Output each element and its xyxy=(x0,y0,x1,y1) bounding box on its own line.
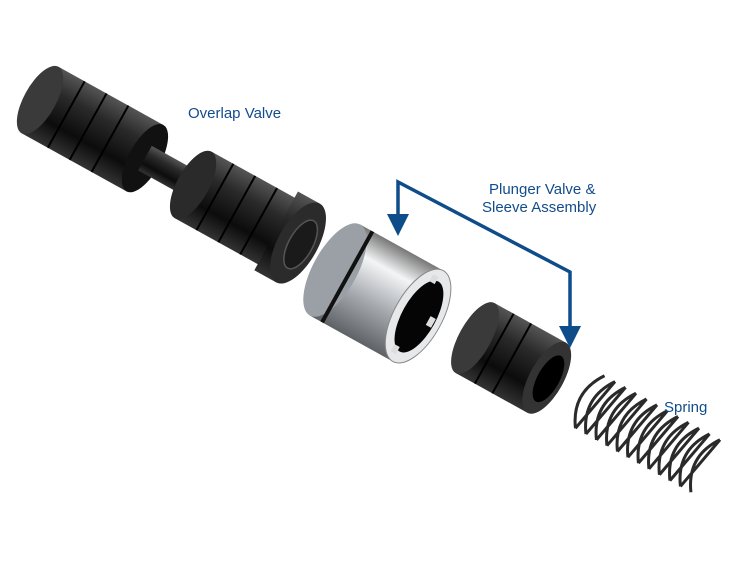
arrowhead-plunger xyxy=(559,326,581,348)
overlap-valve-label: Overlap Valve xyxy=(188,105,282,122)
arrowhead-sleeve xyxy=(387,214,409,236)
overlap-valve xyxy=(16,65,326,284)
plunger-label-line1: Plunger Valve & xyxy=(489,181,596,198)
sleeve xyxy=(303,223,452,364)
plunger-label-line2: Sleeve Assembly xyxy=(482,199,597,216)
bracket-arrow xyxy=(387,179,581,348)
plunger xyxy=(451,302,572,414)
spring xyxy=(573,374,722,493)
spring-label: Spring xyxy=(664,399,708,416)
